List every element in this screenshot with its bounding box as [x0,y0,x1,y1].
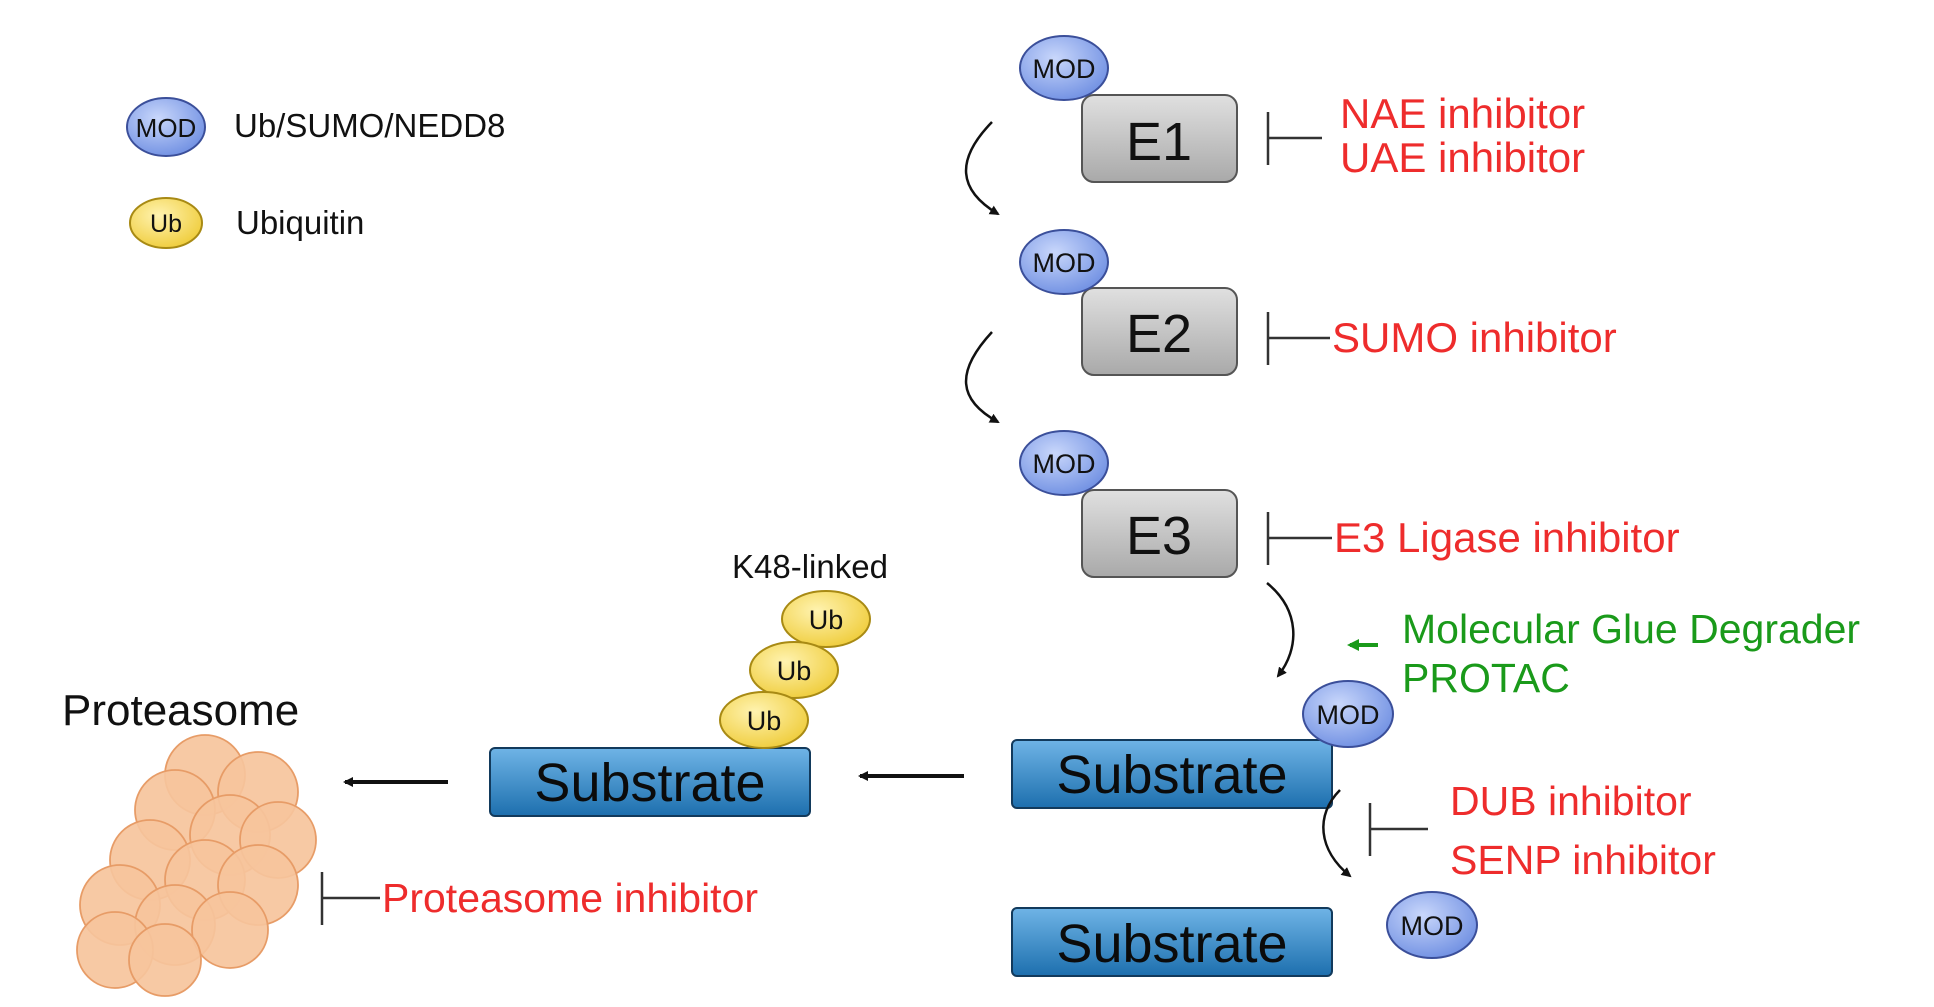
arrow-deconjugation [1322,789,1352,878]
proteasome-complex-icon [76,734,317,997]
arrow-e3-to-substrate [1266,582,1295,678]
ub-badge-icon [749,641,839,699]
k48-ub-chain: K48-linked Ub Ub Ub [719,548,888,749]
uae-inhibitor-label: UAE inhibitor [1340,134,1585,181]
enzyme-e2-box [1081,287,1238,376]
mod-badge-icon [1386,891,1478,959]
ub-unit-label: Ub [777,656,812,686]
legend-mod-item: MOD Ub/SUMO/NEDD8 [126,97,505,157]
dub-inhibitor-label: DUB inhibitor [1450,778,1692,824]
enzyme-e2-mod-text: MOD [1033,248,1096,278]
substrate-free-box [1011,907,1333,977]
substrate-ubiquitinated: Substrate [489,747,811,817]
ub-unit-label: Ub [747,706,782,736]
arrow-e1-to-e2 [964,121,1000,216]
mod-badge-icon [1019,35,1109,101]
proteasome-inhibition: Proteasome inhibitor [320,872,758,925]
legend: MOD Ub/SUMO/NEDD8 Ub Ubiquitin [126,97,505,249]
senp-inhibitor-label: SENP inhibitor [1450,837,1716,883]
mod-badge-icon [1019,229,1109,295]
substrate-free-mod-text: MOD [1401,911,1464,941]
legend-ub-item: Ub Ubiquitin [129,197,364,249]
e3-inhibition: E3 Ligase inhibitor [1266,512,1680,565]
substrate-modified-box [1011,739,1333,809]
proteasome-inhibitor-label: Proteasome inhibitor [382,875,758,921]
enzyme-e2: E2 MOD [1019,229,1238,376]
substrate-free-label: Substrate [1056,914,1287,974]
mod-badge-icon [1019,430,1109,496]
arrow-e2-to-e3 [964,331,1000,424]
enzyme-e1: E1 MOD [1019,35,1238,183]
e3-ligase-inhibitor-label: E3 Ligase inhibitor [1334,514,1680,561]
substrate-modified-mod-text: MOD [1317,700,1380,730]
mod-badge-icon [126,97,206,157]
enzyme-e1-box [1081,94,1238,183]
legend-mod-badge-text: MOD [136,113,197,143]
substrate-modified: Substrate MOD [1011,680,1394,809]
enzyme-e3-box [1081,489,1238,578]
k48-linked-label: K48-linked [732,548,888,585]
e1-inhibition: NAE inhibitor UAE inhibitor [1266,90,1585,181]
substrate-modified-label: Substrate [1056,745,1287,805]
ub-badge-icon [129,197,203,249]
molecular-glue-label: Molecular Glue Degrader [1402,606,1860,652]
e2-inhibition: SUMO inhibitor [1266,312,1617,365]
proteasome: Proteasome [62,686,317,997]
enzyme-e3-label: E3 [1126,506,1192,566]
enzyme-e2-label: E2 [1126,304,1192,364]
substrate-ubiquitinated-box [489,747,811,817]
ub-badge-icon [719,691,809,749]
dub-senp-inhibition: DUB inhibitor SENP inhibitor [1368,778,1716,883]
mod-badge-icon [1302,680,1394,748]
sumo-inhibitor-label: SUMO inhibitor [1332,314,1617,361]
protac-label: PROTAC [1402,655,1570,701]
legend-ub-badge-text: Ub [150,210,182,238]
enzyme-e3-mod-text: MOD [1033,449,1096,479]
proteasome-title: Proteasome [62,686,299,735]
degraders: Molecular Glue Degrader PROTAC [1347,606,1860,701]
nae-inhibitor-label: NAE inhibitor [1340,90,1585,137]
enzyme-e1-mod-text: MOD [1033,54,1096,84]
legend-ub-label: Ubiquitin [236,204,364,241]
substrate-free: Substrate MOD [1011,891,1478,977]
legend-mod-label: Ub/SUMO/NEDD8 [234,107,505,144]
substrate-ubiquitinated-label: Substrate [534,753,765,813]
ub-unit-label: Ub [809,605,844,635]
ub-badge-icon [781,590,871,648]
enzyme-e1-label: E1 [1126,112,1192,172]
enzyme-e3: E3 MOD [1019,430,1238,578]
